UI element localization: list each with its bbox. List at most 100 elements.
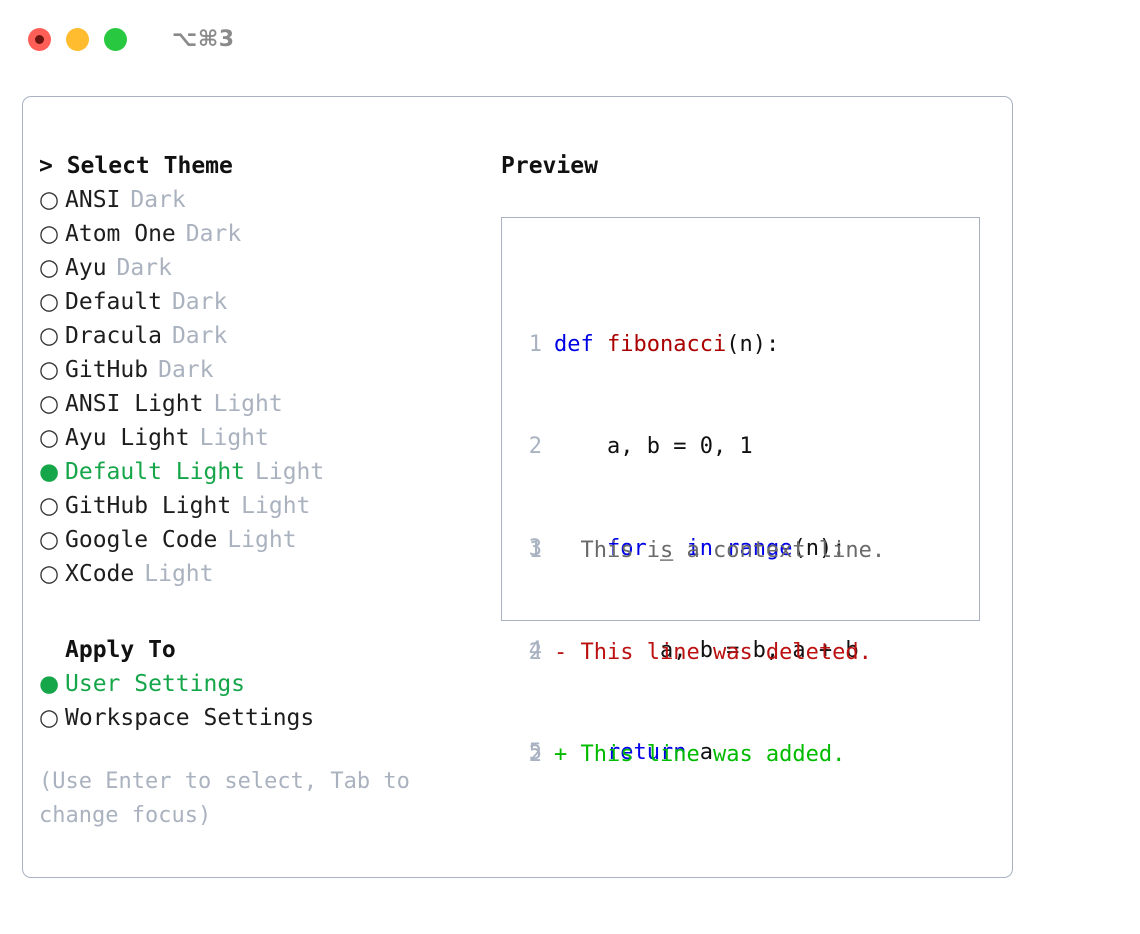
theme-name: Default Light	[65, 459, 246, 485]
theme-name: ANSI	[65, 187, 121, 213]
theme-name: Google Code	[65, 527, 218, 553]
theme-variant: Dark	[171, 323, 228, 349]
list-item[interactable]: ○ ANSI Dark	[39, 183, 479, 217]
list-item[interactable]: ○ GitHub Light Light	[39, 489, 479, 523]
apply-to-name: Workspace Settings	[65, 705, 315, 731]
theme-variant: Light	[227, 527, 297, 553]
list-item[interactable]: ○ Ayu Light Light	[39, 421, 479, 455]
theme-variant: Dark	[171, 289, 228, 315]
diff-sign: +	[554, 742, 581, 767]
theme-variant: Dark	[116, 255, 172, 281]
line-number: 1	[528, 332, 542, 357]
theme-name: Default	[65, 289, 162, 315]
radio-icon[interactable]: ○	[39, 527, 60, 553]
list-item[interactable]: ○ Ayu Dark	[39, 251, 479, 285]
theme-list[interactable]: ○ ANSI Dark ○ Atom One Dark ○ Ayu Dark	[39, 183, 479, 591]
diff-sample: 1 This is a context line. 2 - This line …	[516, 466, 885, 840]
theme-variant: Light	[213, 391, 283, 417]
code-token: for	[606, 536, 647, 561]
list-item[interactable]: ○ GitHub Dark	[39, 353, 479, 387]
line-number: 4	[528, 638, 542, 663]
theme-name: GitHub Light	[65, 493, 232, 519]
code-token: (n):	[726, 332, 780, 357]
title-bar: ⌥⌘3	[0, 0, 1140, 78]
theme-name: GitHub	[65, 357, 149, 383]
theme-variant: Light	[144, 561, 214, 587]
theme-variant: Dark	[158, 357, 214, 383]
radio-icon[interactable]: ○	[39, 289, 60, 315]
diff-line-added: 2 + This line was added.	[516, 738, 885, 772]
section-spacer	[39, 591, 479, 633]
code-token: a, b = b, a + b	[554, 638, 859, 663]
select-theme-header: > Select Theme	[39, 153, 233, 179]
list-item-selected[interactable]: ● User Settings	[39, 667, 479, 701]
code-token: return	[606, 740, 687, 765]
theme-variant: Dark	[185, 221, 242, 247]
diff-text: This line was added.	[580, 742, 846, 767]
code-line: 2 a, b = 0, 1	[516, 430, 859, 464]
line-number: 2	[528, 742, 542, 767]
radio-icon[interactable]: ○	[39, 705, 60, 731]
radio-icon[interactable]: ○	[39, 221, 60, 247]
preview-pane: Preview 1 def fibonacci (n): 2 a, b = 0,…	[501, 149, 1001, 767]
list-item[interactable]: ○ Atom One Dark	[39, 217, 479, 251]
line-number: 3	[528, 536, 542, 561]
code-line: 1 def fibonacci (n):	[516, 328, 859, 362]
apply-to-list[interactable]: ● User Settings ○ Workspace Settings	[39, 667, 479, 735]
theme-picker-pane: > Select Theme ○ ANSI Dark ○ Atom One Da…	[39, 149, 479, 833]
code-token: range	[726, 536, 793, 561]
radio-icon[interactable]: ○	[39, 493, 60, 519]
theme-variant: Dark	[130, 187, 186, 213]
line-number: 2	[528, 434, 542, 459]
radio-icon[interactable]: ○	[39, 425, 60, 451]
list-item[interactable]: ○ Workspace Settings	[39, 701, 479, 735]
list-item[interactable]: ○ ANSI Light Light	[39, 387, 479, 421]
code-token: _	[646, 536, 687, 561]
list-item[interactable]: ○ XCode Light	[39, 557, 479, 591]
code-line: 3 for _ in range (n):	[516, 532, 859, 566]
diff-text: This line was deleted.	[580, 640, 872, 665]
apply-to-name: User Settings	[65, 671, 246, 697]
code-token: in	[686, 536, 713, 561]
dialog-frame: > Select Theme ○ ANSI Dark ○ Atom One Da…	[22, 96, 1013, 878]
radio-icon[interactable]: ○	[39, 391, 60, 417]
close-button[interactable]	[28, 27, 51, 51]
line-number: 2	[528, 640, 542, 665]
theme-variant: Light	[255, 459, 325, 485]
theme-name: Dracula	[65, 323, 162, 349]
apply-to-header: Apply To	[65, 637, 176, 663]
theme-variant: Light	[199, 425, 269, 451]
code-token: fibonacci	[606, 332, 727, 357]
diff-sign	[554, 534, 581, 568]
theme-name: XCode	[65, 561, 135, 587]
maximize-button[interactable]	[104, 27, 127, 51]
radio-icon[interactable]: ○	[39, 323, 60, 349]
keyboard-hint-text: (Use Enter to select, Tab to change focu…	[39, 769, 424, 828]
line-number: 1	[528, 538, 542, 563]
radio-icon-selected[interactable]: ●	[39, 671, 60, 697]
window-controls	[28, 27, 127, 51]
diff-text: This is a context line.	[580, 538, 886, 563]
minimize-button[interactable]	[66, 27, 89, 51]
radio-icon[interactable]: ○	[39, 357, 60, 383]
list-item-selected[interactable]: ● Default Light Light	[39, 455, 479, 489]
theme-name: Ayu	[65, 255, 107, 281]
radio-icon-selected[interactable]: ●	[39, 459, 60, 485]
radio-icon[interactable]: ○	[39, 561, 60, 587]
code-token: a, b = 0, 1	[554, 434, 753, 459]
line-number: 5	[528, 740, 542, 765]
theme-name: Ayu Light	[65, 425, 190, 451]
list-item[interactable]: ○ Dracula Dark	[39, 319, 479, 353]
radio-icon[interactable]: ○	[39, 255, 60, 281]
list-item[interactable]: ○ Google Code Light	[39, 523, 479, 557]
code-sample: 1 def fibonacci (n): 2 a, b = 0, 1 3	[516, 260, 859, 838]
list-item[interactable]: ○ Default Dark	[39, 285, 479, 319]
diff-sign: -	[554, 640, 581, 665]
keyboard-shortcut-label: ⌥⌘3	[172, 26, 235, 52]
radio-icon[interactable]: ○	[39, 187, 60, 213]
theme-name: Atom One	[65, 221, 176, 247]
diff-line-context: 1 This is a context line.	[516, 534, 885, 568]
code-token: (n):	[792, 536, 846, 561]
code-token: a	[686, 740, 713, 765]
